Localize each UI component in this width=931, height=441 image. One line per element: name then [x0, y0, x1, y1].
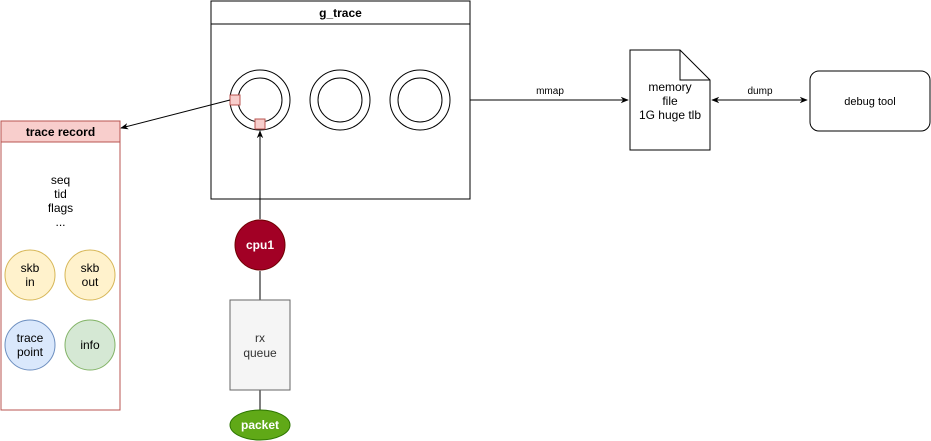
packet-label: packet [241, 418, 279, 432]
trace-point-line-1: trace [17, 331, 44, 345]
rx-queue-line-1: rx [255, 331, 265, 345]
field-tid: tid [54, 187, 67, 201]
trace-record-fields: seq tid flags ... [48, 173, 73, 229]
memory-file-document[interactable]: memory file 1G huge tlb [629, 49, 711, 151]
g-trace-title: g_trace [319, 6, 362, 20]
cpu-node[interactable]: cpu1 [234, 219, 286, 271]
ring-slot-bottom [254, 118, 266, 130]
rx-queue-line-2: queue [243, 346, 277, 360]
field-seq: seq [51, 173, 70, 187]
info-node[interactable]: info [64, 319, 116, 371]
field-flags: flags [48, 201, 73, 215]
debug-tool-box[interactable]: debug tool [809, 70, 931, 132]
skb-out-line-1: skb [81, 261, 100, 275]
skb-in-line-1: skb [21, 261, 40, 275]
skb-out-node[interactable]: skb out [64, 249, 116, 301]
ring-buffer-2[interactable] [309, 69, 371, 131]
dump-label: dump [747, 86, 772, 97]
skb-in-node[interactable]: skb in [4, 249, 56, 301]
trace-point-node[interactable]: trace point [4, 319, 56, 371]
ring-buffer-3[interactable] [389, 69, 451, 131]
mmap-label: mmap [536, 86, 564, 97]
skb-in-line-2: in [25, 275, 34, 289]
packet-node[interactable]: packet [229, 409, 291, 441]
edge-ring-to-record[interactable] [120, 99, 231, 130]
cpu-label: cpu1 [246, 238, 274, 252]
debug-tool-label: debug tool [844, 96, 895, 108]
ring-slot-left [229, 94, 241, 106]
rx-queue-box[interactable]: rx queue [229, 299, 291, 391]
memory-file-line-3: 1G huge tlb [639, 108, 701, 122]
skb-out-line-2: out [82, 275, 99, 289]
ring-buffer-1[interactable] [229, 69, 291, 131]
field-ellipsis: ... [55, 215, 65, 229]
info-label: info [80, 338, 100, 352]
trace-record-title: trace record [26, 125, 95, 139]
memory-file-line-1: memory [648, 80, 691, 94]
trace-point-line-2: point [17, 345, 44, 359]
memory-file-line-2: file [662, 94, 678, 108]
